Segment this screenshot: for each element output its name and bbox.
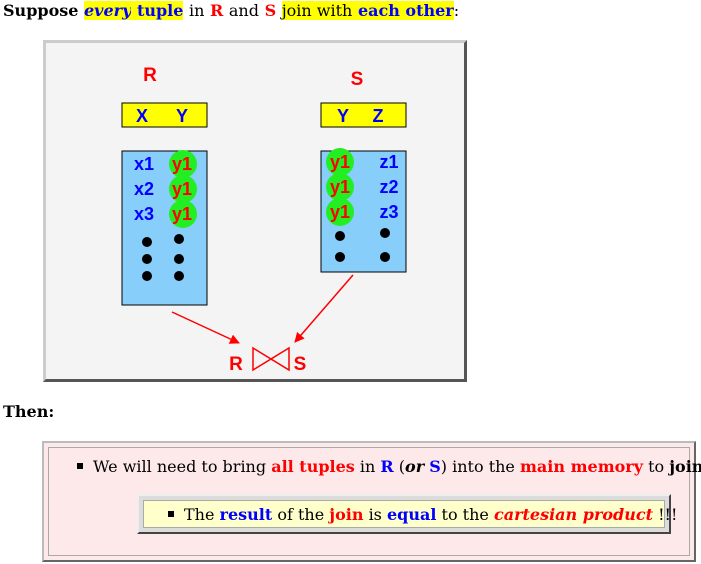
ellipsis-dot — [174, 234, 184, 244]
heading-join-with: join with — [281, 1, 353, 20]
s-row-3-z: z3 — [379, 202, 398, 222]
point2-result: result — [219, 505, 273, 524]
heading-suppose: Suppose — [3, 1, 79, 20]
match-highlight — [326, 173, 354, 201]
heading-colon: : — [453, 1, 460, 20]
point1-join: join — [669, 457, 701, 476]
point1-to: to — [648, 457, 665, 476]
point1-in: in — [359, 457, 376, 476]
heading-line: Suppose every tuple in R and S join with… — [3, 1, 459, 20]
point2-of-the: of the — [277, 505, 325, 524]
then-label: Then: — [3, 402, 55, 421]
r-row-3-x: x3 — [134, 204, 154, 224]
point1-open: ( — [398, 457, 406, 476]
heading-and: and — [228, 1, 259, 20]
point-2: The result of the join is equal to the c… — [168, 505, 677, 524]
ellipsis-dot — [174, 271, 184, 281]
relation-s-label: S — [351, 69, 364, 90]
ellipsis-dot — [335, 231, 345, 241]
match-highlight — [169, 175, 197, 203]
point2-cartesian-product: cartesian product — [493, 505, 653, 524]
result-inner: The result of the join is equal to the c… — [143, 500, 677, 528]
explanation-inner: We will need to bring all tuples in R (o… — [48, 447, 701, 556]
point2-to-the: to the — [441, 505, 489, 524]
join-diagram: R S X Y Y Z x1 y1 x2 y1 x3 y1 y1 z1 y1 — [121, 65, 407, 375]
ellipsis-dot — [174, 254, 184, 264]
r-row-2-y: y1 — [172, 179, 192, 199]
join-left-r: R — [229, 354, 243, 375]
point2-is: is — [368, 505, 382, 524]
s-row-1-z: z1 — [379, 152, 398, 172]
point2-exclaim: !!! — [658, 505, 678, 524]
heading-s: S — [264, 1, 277, 20]
relation-r-header-y: Y — [176, 106, 188, 126]
r-row-1-x: x1 — [134, 154, 154, 174]
heading-every: every — [84, 1, 132, 20]
ellipsis-dot — [142, 271, 152, 281]
point2-equal: equal — [386, 505, 437, 524]
heading-in: in — [189, 1, 205, 20]
point1-into: ) into the — [440, 457, 515, 476]
point1-r: R — [380, 457, 394, 476]
join-bowtie-icon — [252, 346, 290, 372]
heading-r: R — [210, 1, 224, 20]
point1-or: or — [405, 457, 425, 476]
relation-r-header-x: X — [136, 106, 148, 126]
point1-a: We will need to bring — [93, 457, 267, 476]
point-1: We will need to bring all tuples in R (o… — [77, 457, 701, 476]
s-row-1-y: y1 — [330, 152, 350, 172]
ellipsis-dot — [142, 254, 152, 264]
r-row-1-y: y1 — [172, 154, 192, 174]
r-row-3-y: y1 — [172, 204, 192, 224]
match-highlight — [326, 148, 354, 176]
join-right-s: S — [294, 354, 307, 375]
match-highlight — [326, 198, 354, 226]
result-box: The result of the join is equal to the c… — [137, 494, 677, 534]
ellipsis-dot — [335, 252, 345, 262]
relation-s-header-y: Y — [337, 106, 349, 126]
match-highlight — [169, 150, 197, 178]
ellipsis-dot — [380, 252, 390, 262]
s-row-3-y: y1 — [330, 202, 350, 222]
relation-r-label: R — [143, 65, 157, 86]
s-row-2-z: z2 — [379, 177, 398, 197]
relation-r-table — [121, 150, 208, 306]
point2-join: join — [329, 505, 364, 524]
relation-s-header-z: Z — [373, 106, 384, 126]
point1-s: S — [429, 457, 441, 476]
point1-main-memory: main memory — [520, 457, 644, 476]
match-highlight — [169, 200, 197, 228]
join-figure: R S X Y Y Z x1 y1 x2 y1 x3 y1 y1 z1 y1 — [43, 40, 467, 382]
explanation-box: We will need to bring all tuples in R (o… — [42, 441, 701, 562]
ellipsis-dot — [380, 228, 390, 238]
s-row-2-y: y1 — [330, 177, 350, 197]
bullet-square-icon — [168, 511, 174, 517]
arrow-s-to-join — [294, 274, 354, 343]
relation-s-header — [320, 102, 407, 128]
arrow-r-to-join — [171, 311, 240, 344]
bullet-square-icon — [77, 463, 83, 469]
heading-each-other: each other — [357, 1, 454, 20]
r-row-2-x: x2 — [134, 179, 154, 199]
point1-all-tuples: all tuples — [271, 457, 355, 476]
point2-the: The — [184, 505, 215, 524]
heading-tuple: tuple — [136, 1, 184, 20]
relation-r-header — [121, 102, 208, 128]
ellipsis-dot — [142, 237, 152, 247]
